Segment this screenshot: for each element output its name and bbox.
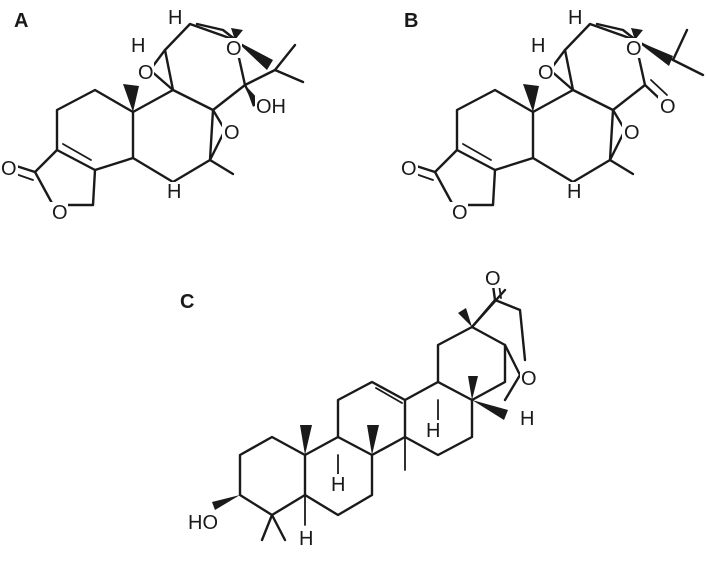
atom-b-o-epoxide-mid: O [624,122,640,144]
structure-c: C O O [180,268,538,550]
panel-label-b: B [404,10,418,32]
atom-c-h-ring-c: H [331,474,345,496]
atom-b-o-carbonyl: O [401,158,417,180]
atom-c-o-ring: O [521,368,537,390]
atom-a-h-bottom: H [167,181,181,203]
atom-c-o-carbonyl: O [485,268,501,290]
atom-a-h-left: H [131,35,145,57]
atom-b-h-left: H [531,35,545,57]
atom-a-o-epoxide-right: O [226,38,242,60]
atom-c-h-ring-a: H [299,528,313,550]
atom-b-o-ring: O [452,202,468,224]
panel-label-c: C [180,291,194,313]
atom-b-h-top: H [568,7,582,29]
atom-a-o-epoxide-mid: O [224,122,240,144]
atom-a-h-top: H [168,7,182,29]
atom-a-o-carbonyl: O [1,158,17,180]
atom-a-o-ring: O [52,202,68,224]
atom-b-o-epoxide-left: O [538,62,554,84]
atom-a-oh: OH [256,96,286,118]
structure-a: A [0,7,305,224]
atom-c-ho: HO [188,512,218,534]
atom-b-h-bottom: H [567,181,581,203]
atom-b-o-epoxide-right: O [626,38,642,60]
panel-label-a: A [14,10,28,32]
structure-b: B H [400,7,705,224]
atom-c-h-right: H [520,408,534,430]
atom-a-o-epoxide-left: O [138,62,154,84]
atom-c-h-mid: H [426,420,440,442]
atom-b-o-ketone: O [660,96,676,118]
